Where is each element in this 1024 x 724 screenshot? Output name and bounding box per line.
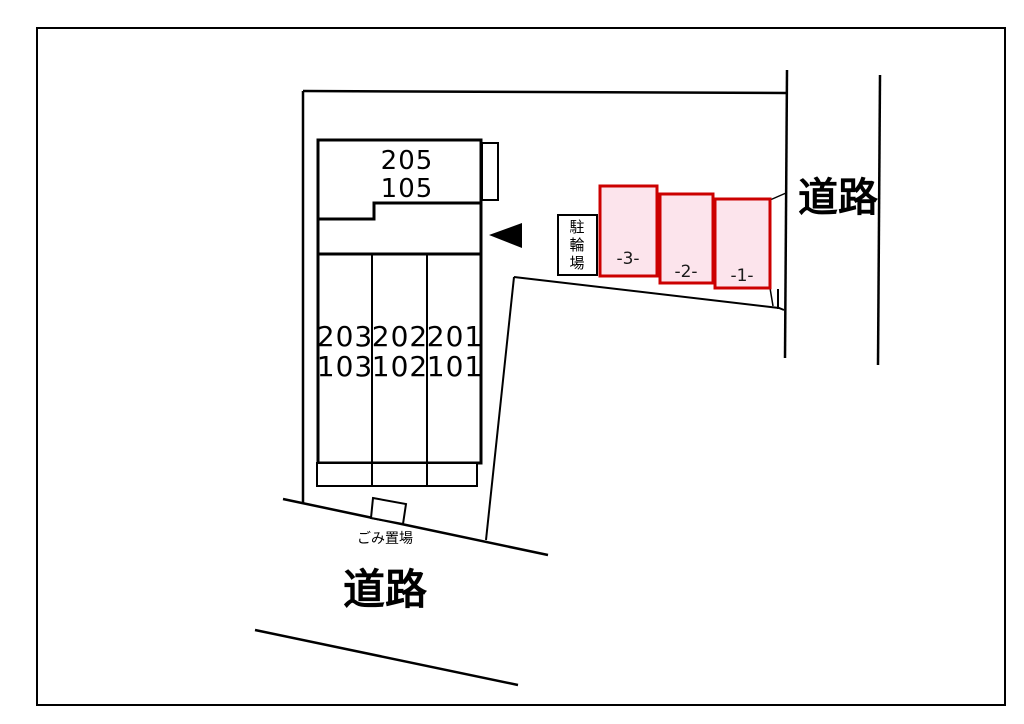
courtyard-slant-line [485,276,515,541]
building: 205 105 203 103 202 102 201 101 [316,138,499,487]
garbage-area: ごみ置場 [357,496,413,547]
parking-stall-3-label: -3- [616,249,639,269]
outer-frame [36,27,1006,706]
unit-203-label: 203 [317,320,373,353]
unit-105-label: 105 [381,174,434,204]
entrance-arrow-icon [489,223,522,248]
parking-stall-2 [658,192,715,285]
parking-stall-1 [713,197,772,290]
boundary-top-line [302,89,788,95]
bicycle-parking-char-2: 輪 [569,236,584,254]
bicycle-parking: 駐 輪 場 [557,214,598,276]
property-boundary-lines [254,69,882,687]
unit-103-label: 103 [317,350,373,383]
building-lower-block [316,252,483,465]
road-right-outer-line [876,74,882,366]
bicycle-parking-char-3: 場 [569,254,584,272]
bicycle-parking-box [557,214,598,276]
stall1-top-connector-line [769,192,787,201]
road-bottom-upper-line [282,497,549,557]
unit-202-label: 202 [372,320,428,353]
parking-stall-3 [598,184,659,278]
garbage-area-label: ごみ置場 [357,531,413,547]
garbage-box [369,496,408,526]
road-label-right: 道路 [798,175,879,221]
building-balcony-strip [316,462,478,487]
road-bottom-lower-line [254,628,519,687]
road-right-inner-line [783,69,789,359]
bicycle-parking-char-1: 駐 [569,218,584,236]
parking-stalls: -3- -2- -1- [598,184,772,290]
parking-stall-2-label: -2- [674,262,697,282]
unit-201-label: 201 [427,320,483,353]
road-label-bottom: 道路 [343,565,428,614]
stall1-bottom-connector-line [769,287,774,307]
building-stair-annex [481,142,499,201]
unit-101-label: 101 [427,350,483,383]
parking-stall-1-label: -1- [730,266,753,286]
unit-205-label: 205 [381,146,434,176]
unit-102-label: 102 [372,350,428,383]
